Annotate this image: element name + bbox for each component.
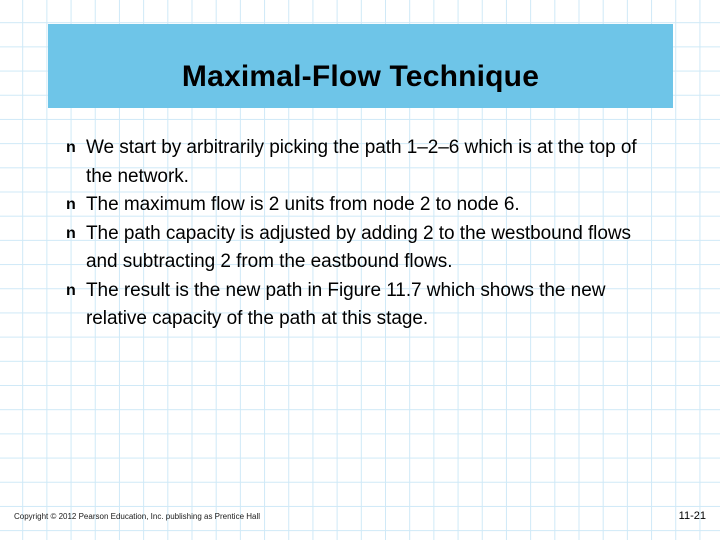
list-item: n The path capacity is adjusted by addin… bbox=[66, 220, 666, 277]
list-item: n We start by arbitrarily picking the pa… bbox=[66, 134, 666, 191]
page-number: 11-21 bbox=[678, 510, 706, 522]
bullet-marker-icon: n bbox=[66, 139, 76, 156]
list-item: n The result is the new path in Figure 1… bbox=[66, 277, 666, 334]
bullet-text: We start by arbitrarily picking the path… bbox=[86, 137, 637, 187]
list-item: n The maximum flow is 2 units from node … bbox=[66, 191, 666, 220]
bullet-text: The result is the new path in Figure 11.… bbox=[86, 279, 606, 330]
bullet-list: n We start by arbitrarily picking the pa… bbox=[66, 134, 666, 334]
title-banner: Maximal-Flow Technique bbox=[48, 24, 673, 108]
bullet-text: The maximum flow is 2 units from node 2 … bbox=[86, 194, 520, 215]
page-title: Maximal-Flow Technique bbox=[181, 60, 540, 93]
bullet-marker-icon: n bbox=[66, 281, 76, 299]
bullet-text: The path capacity is adjusted by adding … bbox=[86, 222, 631, 273]
copyright-notice: Copyright © 2012 Pearson Education, Inc.… bbox=[14, 512, 261, 521]
bullet-marker-icon: n bbox=[66, 224, 76, 242]
bullet-marker-icon: n bbox=[66, 196, 76, 213]
